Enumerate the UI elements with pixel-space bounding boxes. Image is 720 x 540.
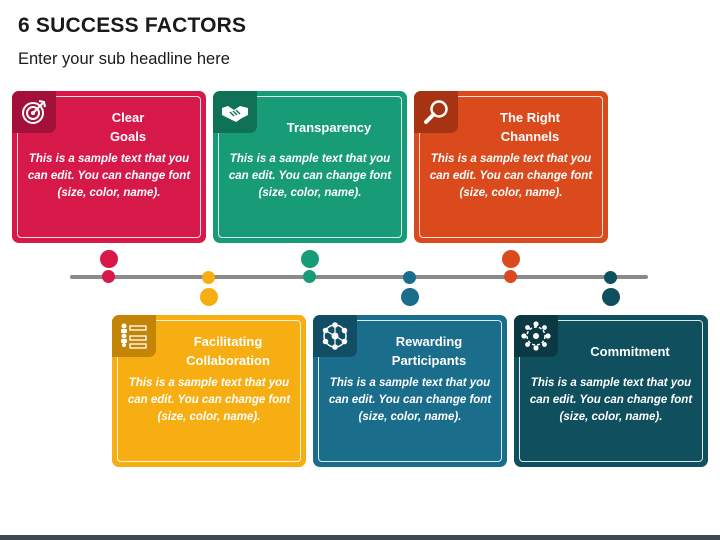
factor-description: This is a sample text that you can edit.…: [27, 153, 191, 199]
checklist-people-icon: [121, 323, 147, 349]
factor-description: This is a sample text that you can edit.…: [529, 377, 693, 423]
factor-card-transparency: Transparency This is a sample text that …: [213, 91, 407, 243]
timeline-marker-outer: [200, 288, 218, 306]
factor-card-right-channels: The Right Channels This is a sample text…: [414, 91, 608, 243]
factor-description: This is a sample text that you can edit.…: [429, 153, 593, 199]
target-icon: [22, 100, 46, 124]
timeline-marker-inner: [102, 270, 115, 283]
card-border: [17, 96, 201, 238]
team-circle-icon: [521, 321, 551, 351]
card-border: [218, 96, 402, 238]
timeline-marker-inner: [202, 271, 215, 284]
footer-bar: [0, 535, 720, 540]
card-border: [419, 96, 603, 238]
factor-title: Commitment: [590, 344, 670, 359]
magnifier-icon: [424, 100, 448, 124]
timeline-marker-outer: [401, 288, 419, 306]
card-border: [117, 320, 301, 462]
timeline-marker-inner: [604, 271, 617, 284]
page-title: 6 SUCCESS FACTORS: [18, 14, 247, 37]
timeline-marker-outer: [502, 250, 520, 268]
factor-description: This is a sample text that you can edit.…: [127, 377, 291, 423]
timeline-marker-outer: [602, 288, 620, 306]
timeline-marker-outer: [100, 250, 118, 268]
card-border: [519, 320, 703, 462]
timeline-marker-inner: [504, 270, 517, 283]
factor-title: Rewarding Participants: [391, 334, 467, 368]
factor-title: Facilitating Collaboration: [186, 334, 270, 368]
handshake-icon: [222, 106, 248, 122]
factor-title: Transparency: [286, 120, 372, 135]
factor-card-rewarding-participants: Rewarding Participants This is a sample …: [313, 315, 507, 467]
card-icon-tab: [414, 91, 458, 133]
factor-description: This is a sample text that you can edit.…: [228, 153, 392, 199]
network-icon: [322, 322, 348, 350]
timeline-marker-inner: [403, 271, 416, 284]
timeline-marker-outer: [301, 250, 319, 268]
card-icon-tab: [12, 91, 56, 133]
card-icon-tab: [514, 315, 558, 357]
factor-title: The Right Channels: [500, 110, 560, 144]
timeline-line: [70, 275, 648, 279]
factor-card-commitment: Commitment This is a sample text that yo…: [514, 315, 708, 467]
card-icon-tab: [112, 315, 156, 357]
card-icon-tab: [313, 315, 357, 357]
card-icon-tab: [213, 91, 257, 133]
page-subtitle: Enter your sub headline here: [18, 50, 230, 68]
timeline-marker-inner: [303, 270, 316, 283]
card-border: [318, 320, 502, 462]
factor-card-clear-goals: Clear Goals This is a sample text that y…: [12, 91, 206, 243]
factor-card-facilitating-collaboration: Facilitating Collaboration This is a sam…: [112, 315, 306, 467]
factor-description: This is a sample text that you can edit.…: [328, 377, 492, 423]
factor-title: Clear Goals: [109, 110, 147, 144]
